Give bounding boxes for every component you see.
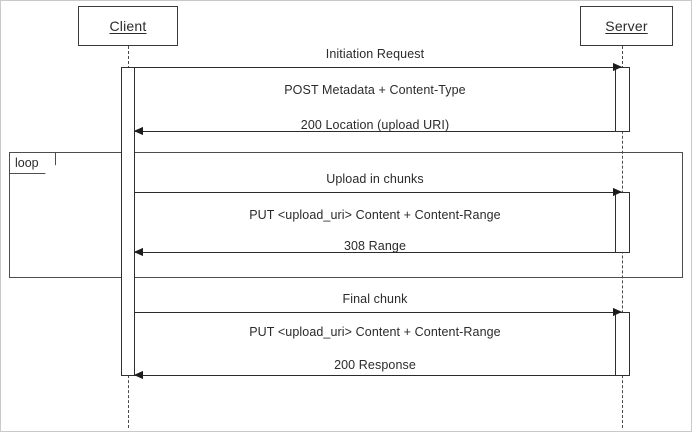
participant-server[interactable]: Server [580,6,673,46]
activation-bar-server-1[interactable] [615,67,630,132]
message-label-200-location: 200 Location (upload URI) [300,118,450,132]
message-line-200-location[interactable] [135,131,622,132]
arrowhead-put-final-chunk-overlay [613,307,622,316]
arrowhead-200-location-overlay [134,126,143,135]
message-line-200-response[interactable] [135,375,622,376]
arrowhead-308-range-overlay [134,247,143,256]
message-label-post-metadata: POST Metadata + Content-Type [284,83,466,97]
loop-fragment[interactable] [9,152,683,278]
participant-client[interactable]: Client [78,6,178,46]
message-label-final-chunk: Final chunk [342,292,408,306]
activation-bar-server-2[interactable] [615,192,630,253]
arrowhead-post-metadata-overlay [613,62,622,71]
message-label-initiation-request: Initiation Request [325,47,425,61]
arrowhead-put-chunk-overlay [613,187,622,196]
loop-fragment-tab[interactable]: loop [9,152,56,174]
message-label-200-response: 200 Response [334,358,416,372]
message-label-put-chunk: PUT <upload_uri> Content + Content-Range [249,208,501,222]
message-label-put-final-chunk: PUT <upload_uri> Content + Content-Range [249,325,501,339]
participant-server-label: Server [605,18,648,34]
message-label-upload-in-chunks: Upload in chunks [326,172,424,186]
participant-client-label: Client [109,18,147,34]
message-line-put-chunk[interactable] [128,192,622,193]
loop-fragment-operator: loop [15,156,39,170]
activation-bar-server-3[interactable] [615,312,630,376]
arrowhead-200-response-overlay [134,370,143,379]
message-label-308-range: 308 Range [343,239,407,253]
message-line-put-final-chunk[interactable] [128,312,622,313]
message-line-post-metadata[interactable] [128,67,622,68]
message-line-308-range[interactable] [135,252,622,253]
activation-bar-client[interactable] [121,67,135,376]
